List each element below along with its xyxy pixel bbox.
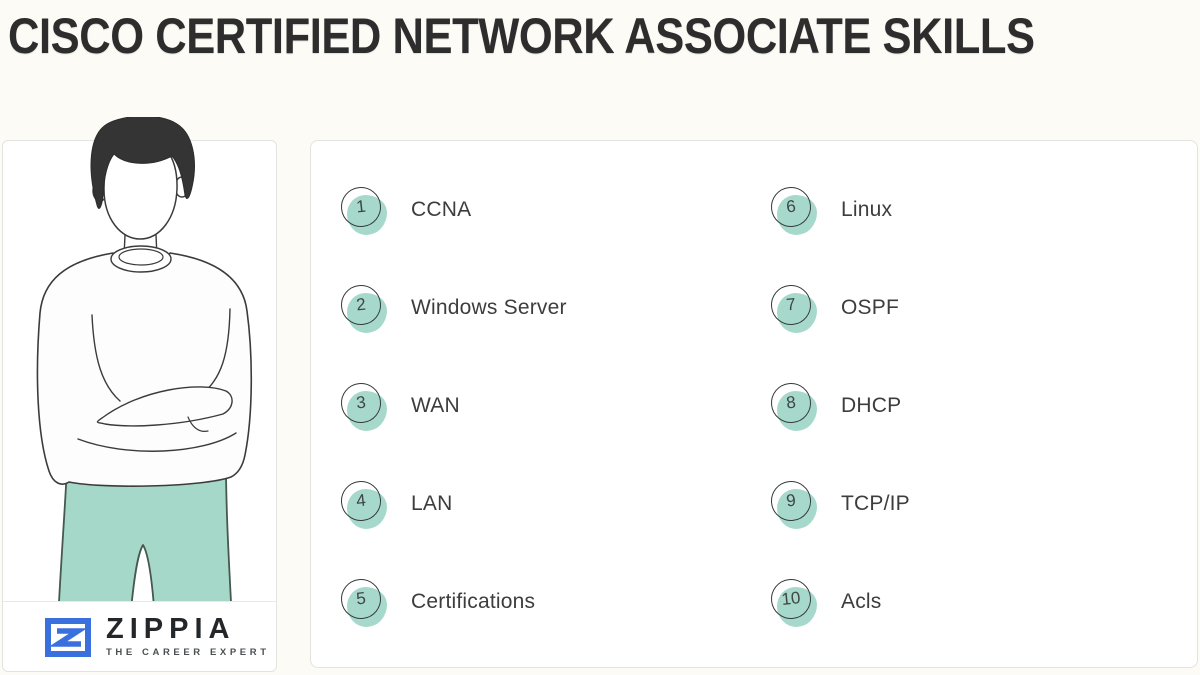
logo-tagline-text: THE CAREER EXPERT	[106, 647, 270, 659]
skill-number-badge: 3	[339, 381, 387, 431]
skill-number-badge: 8	[769, 381, 817, 431]
skill-number-badge: 1	[339, 185, 387, 235]
skill-row-4: 4 LAN	[339, 479, 567, 529]
zippia-logo: ZIPPIA THE CAREER EXPERT	[3, 601, 276, 671]
skill-number-badge: 9	[769, 479, 817, 529]
skill-number-badge: 7	[769, 283, 817, 333]
illustration-card: ZIPPIA THE CAREER EXPERT	[2, 117, 277, 672]
skill-label: LAN	[411, 492, 453, 515]
skill-label: Windows Server	[411, 296, 567, 319]
skill-row-8: 8 DHCP	[769, 381, 910, 431]
skill-row-1: 1 CCNA	[339, 185, 567, 235]
skill-row-5: 5 Certifications	[339, 577, 567, 627]
skill-label: CCNA	[411, 198, 472, 221]
badge-blob	[347, 195, 387, 235]
skill-number-badge: 6	[769, 185, 817, 235]
logo-text: ZIPPIA THE CAREER EXPERT	[106, 615, 270, 658]
skill-number-badge: 4	[339, 479, 387, 529]
badge-blob	[347, 391, 387, 431]
badge-blob	[347, 489, 387, 529]
badge-blob	[347, 587, 387, 627]
skill-label: Certifications	[411, 590, 536, 613]
badge-blob	[777, 391, 817, 431]
page-title: CISCO CERTIFIED NETWORK ASSOCIATE SKILLS	[8, 8, 1035, 64]
skill-row-2: 2 Windows Server	[339, 283, 567, 333]
skill-label: Acls	[841, 590, 882, 613]
skills-column-left: 1 CCNA 2 Windows Server 3 WAN 4 LAN 5 Ce…	[339, 185, 567, 627]
skill-number-badge: 2	[339, 283, 387, 333]
skill-label: TCP/IP	[841, 492, 910, 515]
skill-label: Linux	[841, 198, 893, 221]
badge-blob	[777, 293, 817, 333]
skill-row-7: 7 OSPF	[769, 283, 910, 333]
skill-row-6: 6 Linux	[769, 185, 910, 235]
skill-row-3: 3 WAN	[339, 381, 567, 431]
skill-number-badge: 5	[339, 577, 387, 627]
badge-blob	[347, 293, 387, 333]
logo-brand-text: ZIPPIA	[106, 613, 236, 646]
zippia-z-icon	[45, 617, 91, 657]
skill-label: OSPF	[841, 296, 899, 319]
badge-blob	[777, 489, 817, 529]
skill-number-badge: 10	[769, 577, 817, 627]
skills-card: 1 CCNA 2 Windows Server 3 WAN 4 LAN 5 Ce…	[310, 140, 1198, 668]
person-illustration	[36, 117, 253, 622]
skills-column-right: 6 Linux 7 OSPF 8 DHCP 9 TCP/IP 10 Acls	[769, 185, 910, 627]
badge-blob	[777, 587, 817, 627]
skill-row-10: 10 Acls	[769, 577, 910, 627]
skill-row-9: 9 TCP/IP	[769, 479, 910, 529]
skill-label: DHCP	[841, 394, 902, 417]
badge-blob	[777, 195, 817, 235]
skill-label: WAN	[411, 394, 460, 417]
